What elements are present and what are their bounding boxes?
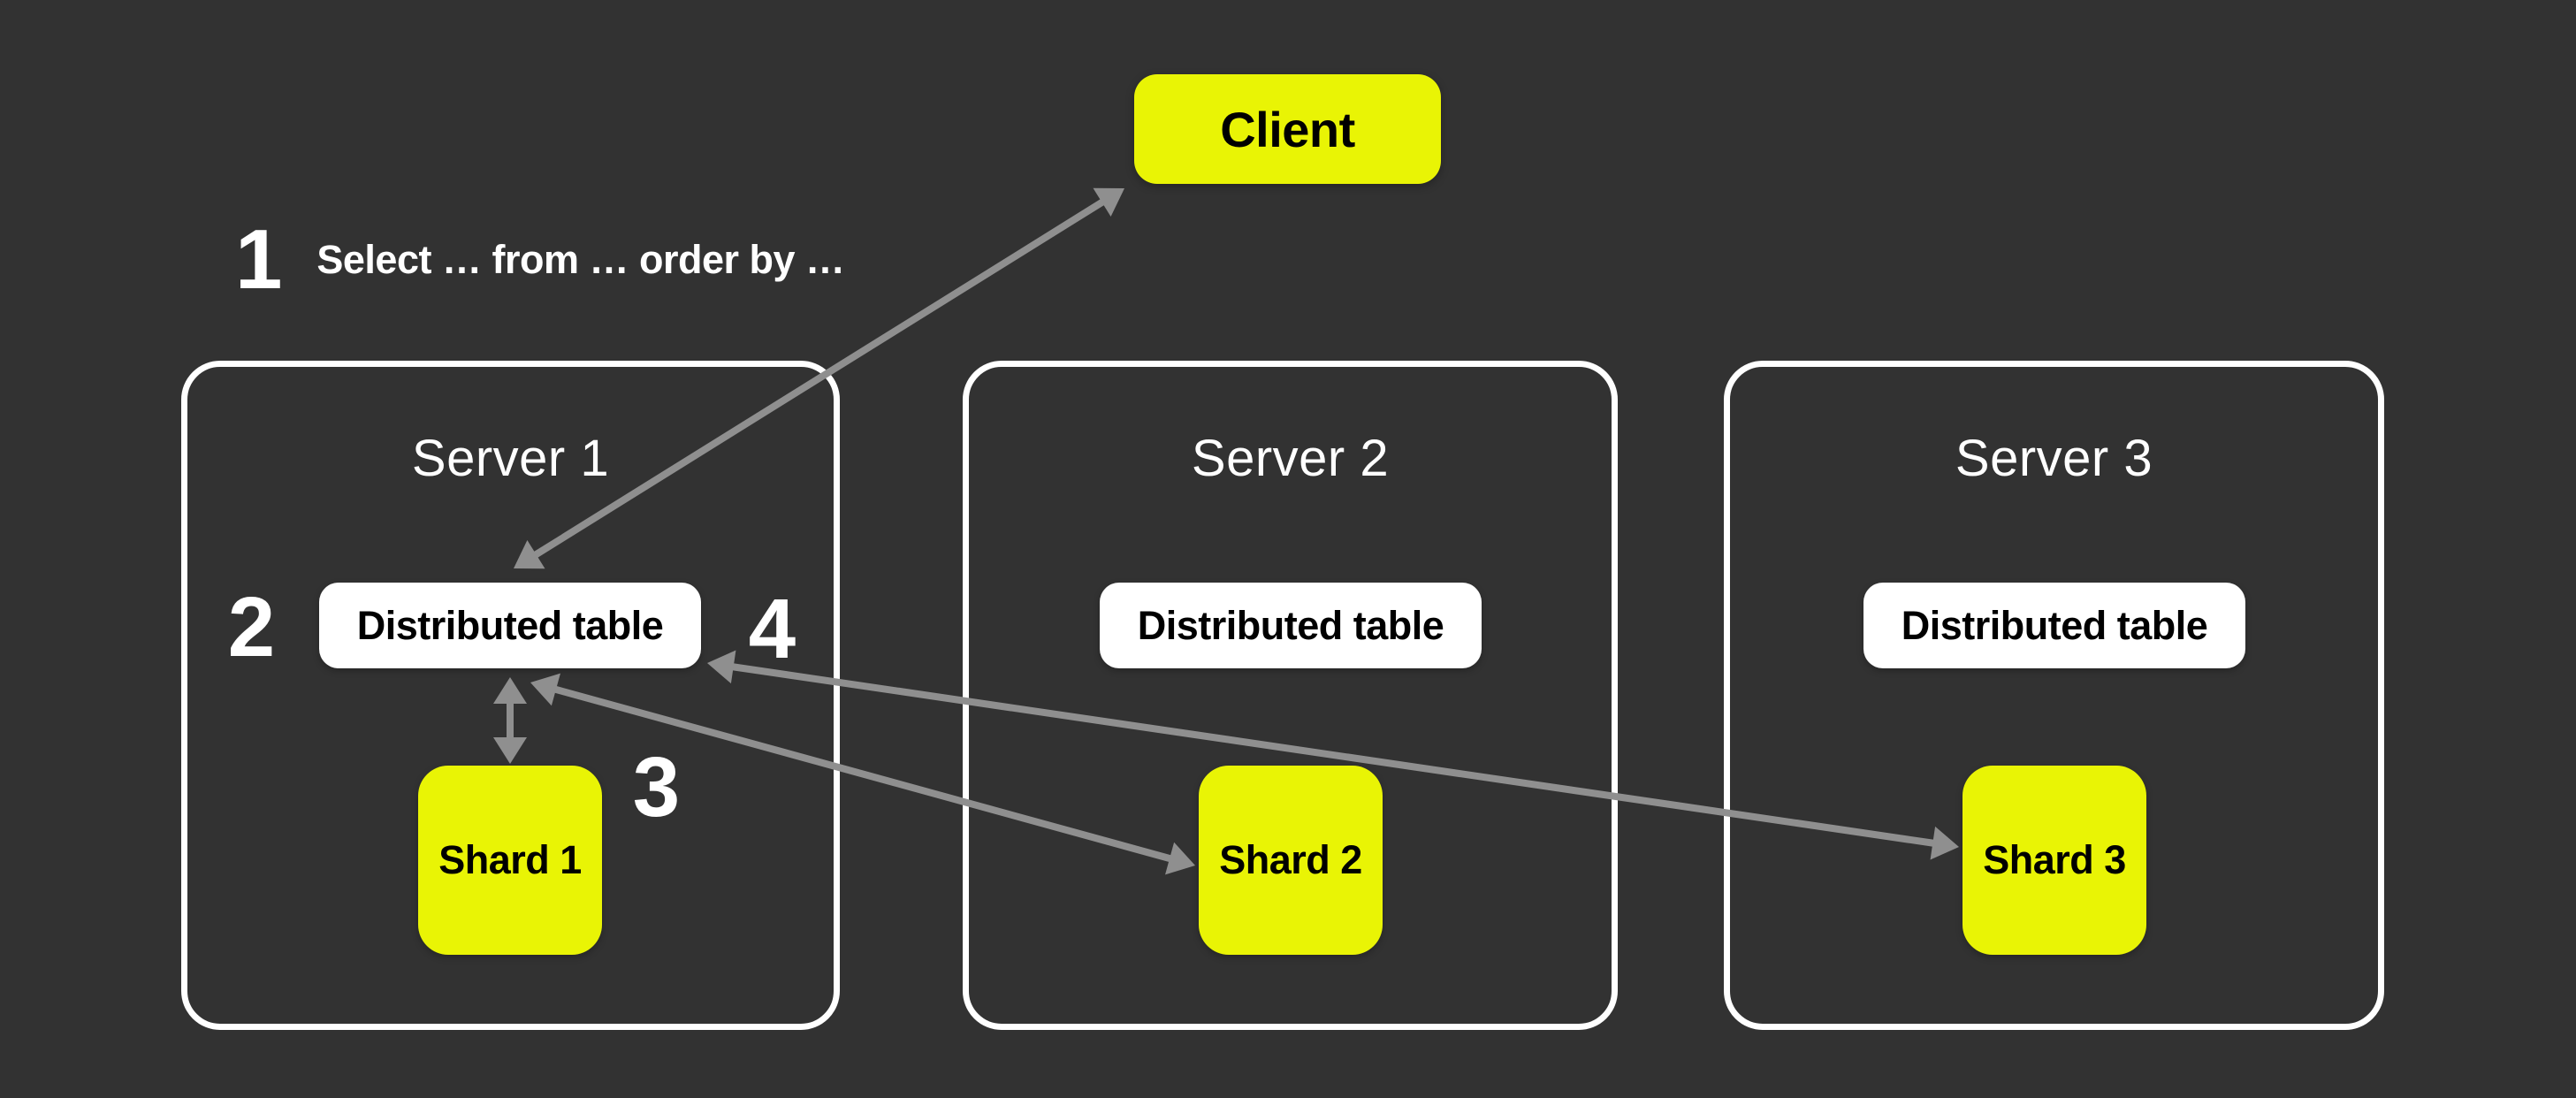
shard-3-node: Shard 3 [1962, 766, 2146, 955]
client-label: Client [1220, 101, 1355, 157]
shard-3-label: Shard 3 [1983, 837, 2126, 882]
server-2-title: Server 2 [1191, 430, 1390, 487]
client-node: Client [1134, 74, 1441, 184]
shard-2-label: Shard 2 [1219, 837, 1362, 882]
step-number-4: 4 [748, 582, 796, 676]
query-annotation: 1 Select … from … order by … [235, 217, 845, 302]
server-2-distributed-table-label: Distributed table [1137, 602, 1444, 648]
server-1-title: Server 1 [411, 430, 610, 487]
server-1-distributed-table-label: Distributed table [356, 602, 664, 648]
step-number-3: 3 [632, 740, 680, 835]
shard-1-label: Shard 1 [438, 837, 582, 882]
server-1-distributed-table: Distributed table [319, 583, 701, 668]
server-3-title: Server 3 [1955, 430, 2153, 487]
query-caption: Select … from … order by … [316, 237, 845, 282]
step-number-1: 1 [235, 212, 282, 307]
shard-2-node: Shard 2 [1199, 766, 1383, 955]
step-number-2: 2 [227, 580, 275, 675]
server-2-distributed-table: Distributed table [1100, 583, 1482, 668]
server-3-distributed-table-label: Distributed table [1901, 602, 2208, 648]
server-3-distributed-table: Distributed table [1863, 583, 2245, 668]
shard-1-node: Shard 1 [418, 766, 602, 955]
arrow-table1-client-head [1093, 187, 1124, 217]
